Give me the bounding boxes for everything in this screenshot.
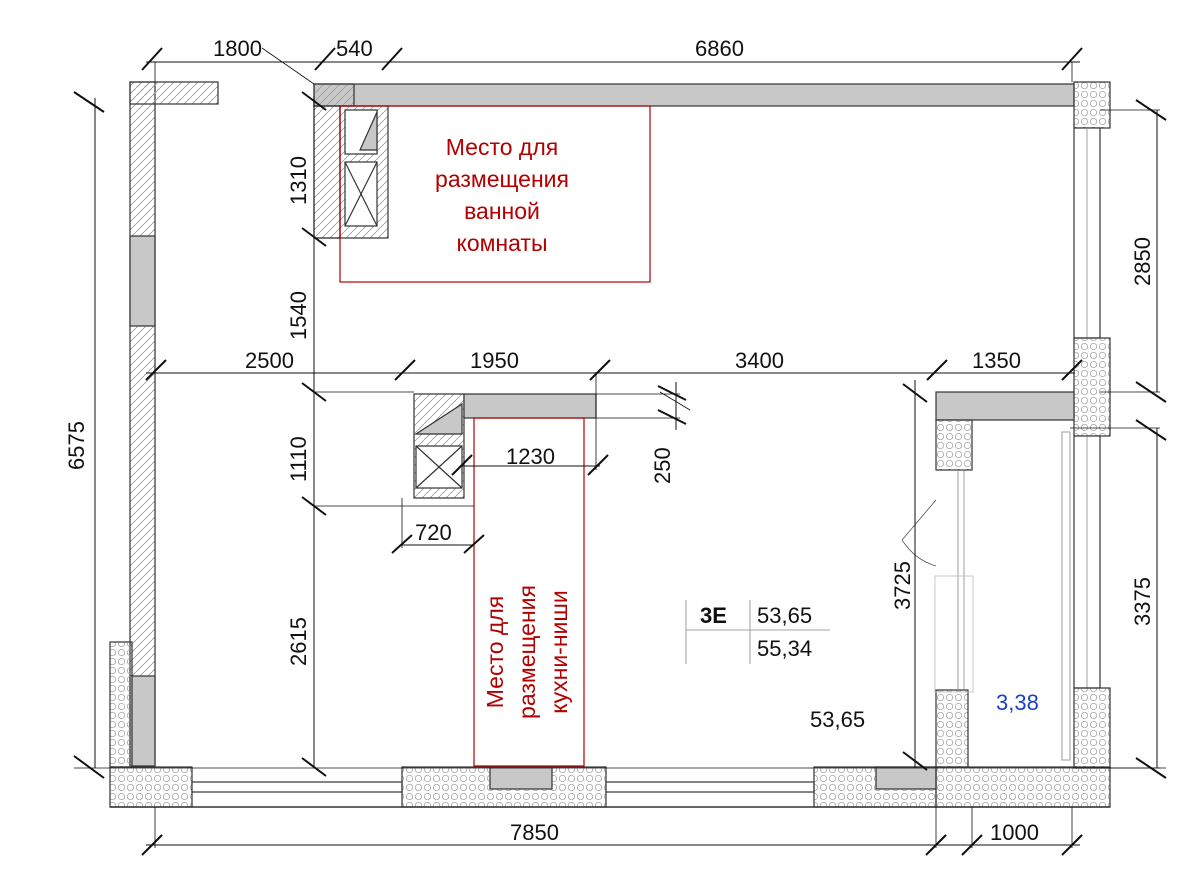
kitchen-label-line: кухни-ниши xyxy=(546,590,572,713)
bathroom-zone-label: Место для размещения ванной комнаты xyxy=(435,134,569,256)
wall-left-step xyxy=(109,641,133,768)
kitchen-label-line: размещения xyxy=(514,585,540,719)
dim-top-540: 540 xyxy=(336,36,373,61)
wall-bottom-window-1 xyxy=(191,781,403,793)
apartment-area-living: 53,65 xyxy=(757,603,812,628)
dim-2500: 2500 xyxy=(245,348,294,373)
wall-balcony-column xyxy=(935,419,973,471)
wall-kitchen-top xyxy=(463,393,597,419)
shaft-top xyxy=(313,105,341,239)
kitchen-label-line: Место для xyxy=(482,596,508,708)
walls xyxy=(109,81,1111,808)
dim-3375: 3375 xyxy=(1130,577,1155,626)
balcony-area: 3,38 xyxy=(996,690,1039,715)
dim-720: 720 xyxy=(415,520,452,545)
dim-1950: 1950 xyxy=(470,348,519,373)
bathroom-label-line: комнаты xyxy=(457,230,548,256)
wall-bottom-right-gray xyxy=(875,766,937,790)
wall-bottom-window-2 xyxy=(605,781,815,793)
zone-kitchen xyxy=(473,417,585,767)
wall-bottom-balcony xyxy=(935,766,1111,808)
wall-bottom-mid-gray xyxy=(489,766,553,790)
dim-top-6860: 6860 xyxy=(695,36,744,61)
dimension-lines xyxy=(73,47,1167,856)
zone-bathroom xyxy=(339,105,651,283)
apartment-code: 3E xyxy=(700,603,727,628)
dim-2615: 2615 xyxy=(286,617,311,666)
wall-top-hatch xyxy=(313,83,355,107)
area-table xyxy=(685,600,830,664)
wall-top-left-stub xyxy=(129,81,219,105)
balcony-door-frame xyxy=(934,575,974,693)
dim-top-1800: 1800 xyxy=(213,36,262,61)
dim-250: 250 xyxy=(650,447,675,484)
dim-3725: 3725 xyxy=(890,561,915,610)
dim-2850: 2850 xyxy=(1130,237,1155,286)
dim-1310: 1310 xyxy=(286,156,311,205)
wall-bottom-left xyxy=(109,766,193,808)
wall-top-right-column xyxy=(1073,81,1111,129)
wall-right-mid-column xyxy=(1073,337,1111,437)
bathroom-label-line: ванной xyxy=(464,198,540,224)
wall-top xyxy=(313,83,1075,107)
wall-left-column-bottom xyxy=(129,675,156,767)
bathroom-label-line: Место для xyxy=(446,134,558,160)
door-swing xyxy=(901,499,937,567)
wall-right-bottom-column xyxy=(1073,687,1111,769)
wall-balcony-lower xyxy=(935,689,969,768)
dim-1230: 1230 xyxy=(506,444,555,469)
room-area: 53,65 xyxy=(810,707,865,732)
wall-left xyxy=(129,81,156,768)
dim-1000: 1000 xyxy=(990,820,1039,845)
dim-3400: 3400 xyxy=(735,348,784,373)
bathroom-label-line: размещения xyxy=(435,166,569,192)
kitchen-zone-label: Место для размещения кухни-ниши xyxy=(482,585,572,719)
balcony-glazing xyxy=(1061,431,1071,761)
dim-7850: 7850 xyxy=(510,820,559,845)
wall-balcony-top xyxy=(935,391,1075,421)
dim-1540: 1540 xyxy=(286,291,311,340)
dim-1350: 1350 xyxy=(972,348,1021,373)
apartment-area-total: 55,34 xyxy=(757,636,812,661)
wall-left-column xyxy=(129,235,156,327)
dim-left-6575: 6575 xyxy=(64,421,89,470)
dim-1110: 1110 xyxy=(286,436,311,482)
